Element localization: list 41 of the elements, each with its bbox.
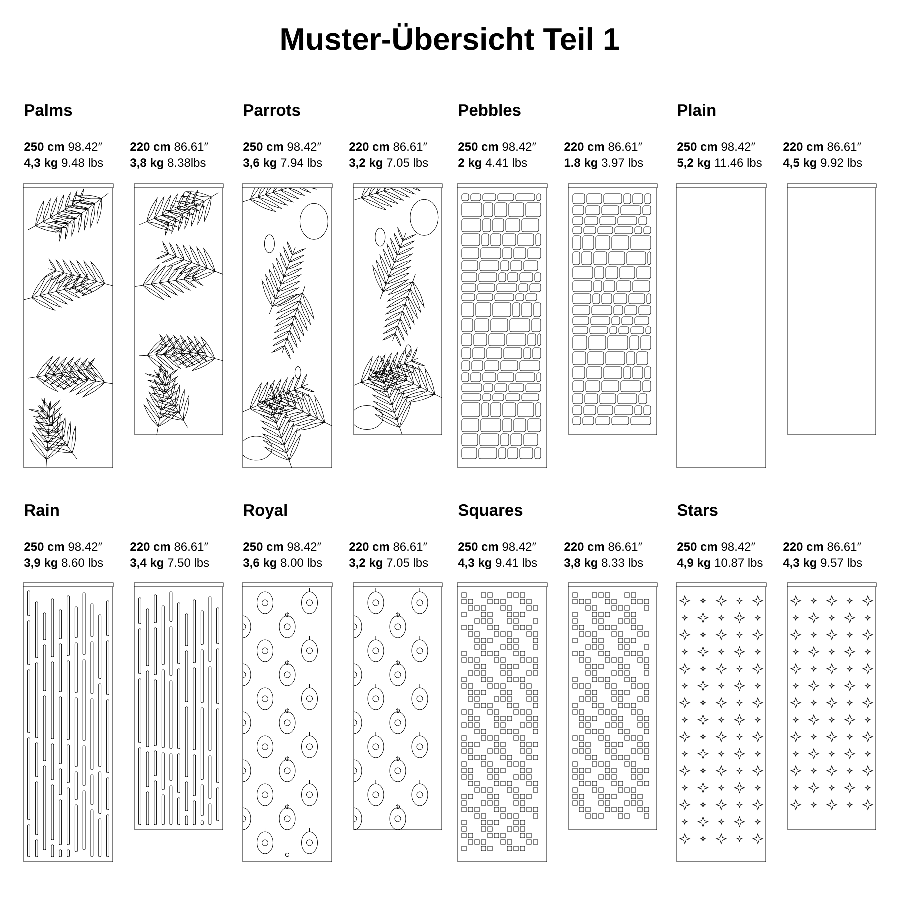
- spec-text: 250 cm 98.42″: [678, 142, 756, 152]
- spec-text: 220 cm 86.61″: [350, 142, 428, 152]
- spec-text: 250 cm 98.42″: [24, 542, 102, 552]
- spec-text: 250 cm 98.42″: [458, 142, 536, 152]
- spec-text: 220 cm 86.61″: [564, 542, 642, 552]
- pattern-name: Palms: [25, 104, 72, 116]
- spec-text: 4,3 kg 9.48 lbs: [24, 158, 104, 170]
- spec-text: 4,3 kg 9.41 lbs: [458, 558, 538, 570]
- spec-text: 220 cm 86.61″: [130, 142, 208, 152]
- spec-text: 4,5 kg 9.92 lbs: [783, 158, 862, 170]
- spec-text: 220 cm 86.61″: [130, 542, 208, 552]
- spec-text: 250 cm 98.42″: [244, 142, 322, 152]
- spec-text: 3,2 kg 7.05 lbs: [349, 158, 428, 170]
- spec-text: 3,9 kg 8.60 lbs: [24, 558, 104, 570]
- spec-text: 250 cm 98.42″: [244, 542, 322, 552]
- spec-text: 250 cm 98.42″: [24, 142, 102, 152]
- spec-text: 4,3 kg 9.57 lbs: [783, 558, 862, 570]
- pattern-name: Stars: [678, 504, 718, 516]
- spec-text: 5,2 kg 11.46 lbs: [678, 158, 762, 170]
- spec-text: 250 cm 98.42″: [678, 542, 756, 552]
- spec-text: 3,6 kg 8.00 lbs: [243, 558, 322, 570]
- pattern-name: Royal: [244, 504, 287, 520]
- pattern-name: Squares: [458, 504, 523, 520]
- spec-text: 3,8 kg 8.38lbs: [130, 158, 206, 170]
- pattern-name: Pebbles: [459, 104, 521, 116]
- page-title: Muster-Übersicht Teil 1: [282, 24, 620, 50]
- pattern-name: Parrots: [244, 104, 300, 116]
- spec-text: 3,6 kg 7.94 lbs: [243, 158, 322, 170]
- pattern-name: Plain: [678, 104, 716, 116]
- spec-text: 3,4 kg 7.50 lbs: [130, 558, 210, 570]
- spec-text: 250 cm 98.42″: [458, 542, 536, 552]
- spec-text: 220 cm 86.61″: [564, 142, 642, 152]
- spec-text: 3,2 kg 7.05 lbs: [349, 558, 428, 570]
- spec-text: 220 cm 86.61″: [784, 542, 862, 552]
- spec-text: 2 kg 4.41 lbs: [458, 158, 528, 170]
- spec-text: 220 cm 86.61″: [350, 542, 428, 552]
- pattern-name: Rain: [25, 504, 59, 516]
- spec-text: 1.8 kg 3.97 lbs: [564, 158, 644, 170]
- spec-text: 4,9 kg 10.87 lbs: [677, 558, 763, 570]
- spec-text: 220 cm 86.61″: [784, 142, 862, 152]
- spec-text: 3,8 kg 8.33 lbs: [564, 558, 644, 570]
